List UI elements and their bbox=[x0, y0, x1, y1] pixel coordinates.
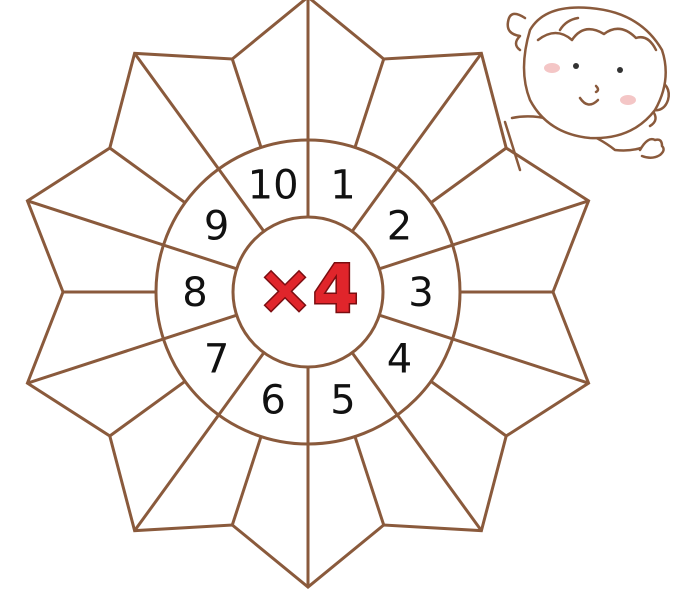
number-label: 9 bbox=[204, 204, 229, 250]
number-label: 8 bbox=[182, 270, 207, 316]
girl-cartoon-icon bbox=[505, 7, 669, 170]
number-label: 3 bbox=[408, 270, 433, 316]
number-label: 10 bbox=[248, 163, 299, 209]
number-label: 4 bbox=[387, 336, 412, 382]
number-label: 5 bbox=[330, 377, 355, 423]
number-label: 2 bbox=[387, 204, 412, 250]
multiplier-label: ×4 bbox=[257, 251, 358, 328]
number-label: 1 bbox=[330, 163, 355, 209]
number-label: 6 bbox=[260, 377, 285, 423]
number-label: 7 bbox=[204, 336, 229, 382]
